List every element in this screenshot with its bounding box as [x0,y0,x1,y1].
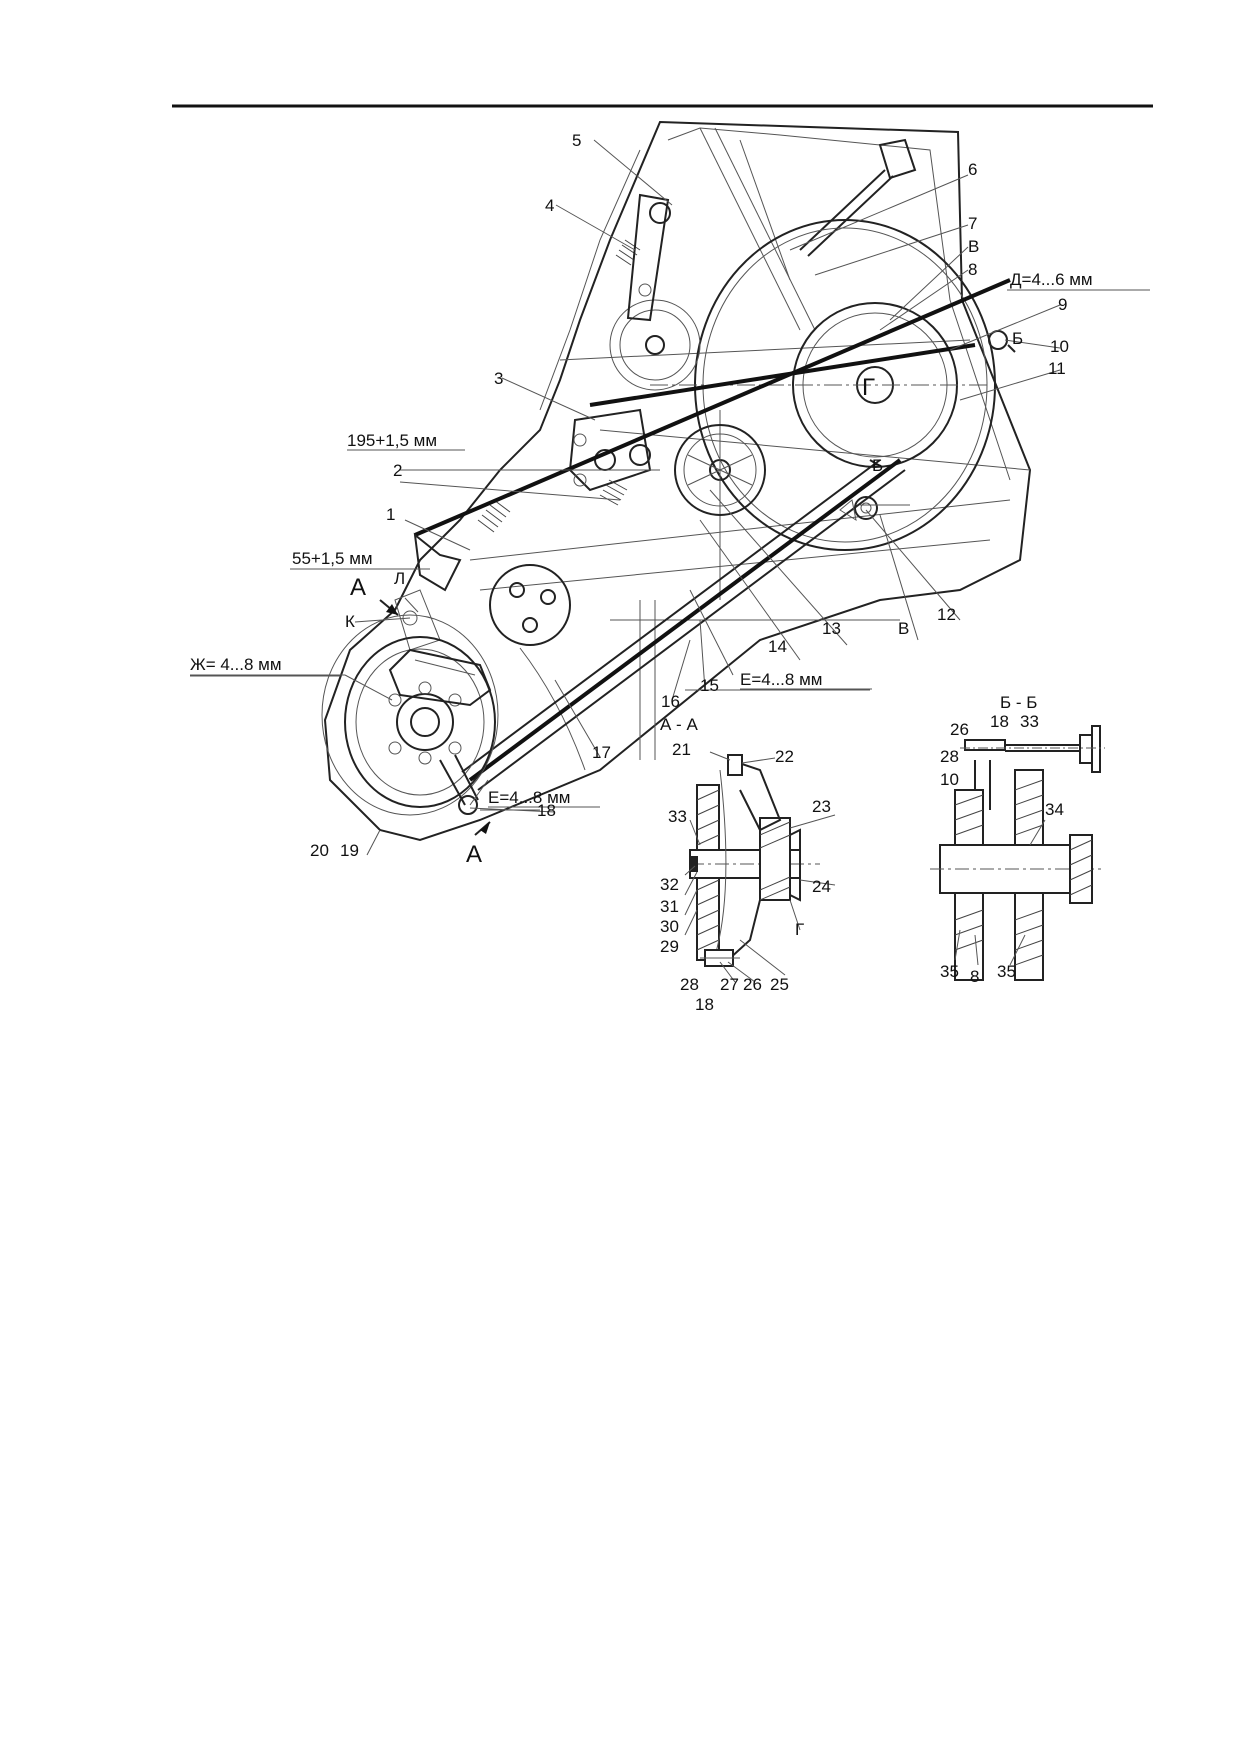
label-16: 16 [661,692,680,711]
BB-label-10: 10 [940,770,959,789]
AA-label-18: 18 [695,995,714,1014]
spring-upper [615,239,641,266]
label-13: 13 [822,619,841,638]
label-B-upper: Б [1012,329,1023,348]
label-L: Л [394,569,405,588]
casing-outline [323,120,1032,842]
label-20: 20 [310,841,329,860]
section-BB: Б - Б [930,693,1105,986]
AA-label-29: 29 [660,937,679,956]
label-A-lower: А [466,841,482,868]
AA-label-31: 31 [660,897,679,916]
BB-label-26: 26 [950,720,969,739]
label-6: 6 [968,160,977,179]
label-1: 1 [386,505,395,524]
label-4: 4 [545,196,554,215]
label-15: 15 [700,676,719,695]
dim-55: 55+1,5 мм [292,549,373,568]
BB-label-34: 34 [1045,800,1064,819]
dim-D: Д=4...6 мм [1010,270,1093,289]
label-14: 14 [768,637,787,656]
AA-label-26: 26 [743,975,762,994]
AA-label-24: 24 [812,877,831,896]
AA-label-32: 32 [660,875,679,894]
label-V-upper: В [968,237,979,256]
belt-upper [414,278,1011,537]
AA-label-30: 30 [660,917,679,936]
label-8: 8 [968,260,977,279]
label-B-mid: Б [872,456,883,475]
section-AA: А - А [660,715,836,1014]
AA-label-33: 33 [668,807,687,826]
label-11: 11 [1048,359,1066,378]
BB-label-33: 33 [1020,712,1039,731]
BB-label-8: 8 [970,967,979,986]
AA-label-21: 21 [672,740,691,759]
label-7: 7 [968,214,977,233]
label-19: 19 [340,841,359,860]
label-K: К [345,612,355,631]
BB-label-35-right: 35 [997,962,1016,981]
AA-label-25: 25 [770,975,789,994]
label-2: 2 [393,461,402,480]
AA-label-G: Г [795,920,804,939]
BB-label-18: 18 [990,712,1009,731]
main-labels: 5 4 6 7 В 8 Д=4...6 мм 9 Б 10 11 Г 3 195… [190,131,1093,868]
AA-label-28: 28 [680,975,699,994]
AA-label-27: 27 [720,975,739,994]
leader-lines [190,139,1061,856]
label-18-main: 18 [537,801,556,820]
spring-lower [599,479,628,506]
label-5: 5 [572,131,581,150]
dim-Zh: Ж= 4...8 мм [190,655,282,674]
label-G: Г [862,374,875,401]
dim-195: 195+1,5 мм [347,431,437,450]
section-AA-title: А - А [660,715,698,734]
label-A-upper: А [350,574,366,601]
AA-label-23: 23 [812,797,831,816]
BB-label-28: 28 [940,747,959,766]
label-17: 17 [592,743,611,762]
label-10: 10 [1050,337,1069,356]
dim-E-left: Е=4...8 мм [488,788,570,807]
AA-label-22: 22 [775,747,794,766]
label-3: 3 [494,369,503,388]
main-view [190,120,1150,856]
section-BB-title: Б - Б [1000,693,1037,712]
belt-lower [468,458,902,782]
label-9: 9 [1058,295,1067,314]
BB-label-35-left: 35 [940,962,959,981]
lower-pulley-housing [321,614,499,816]
label-12: 12 [937,605,956,624]
label-V-lower: В [898,619,909,638]
dim-E-right: Е=4...8 мм [740,670,822,689]
